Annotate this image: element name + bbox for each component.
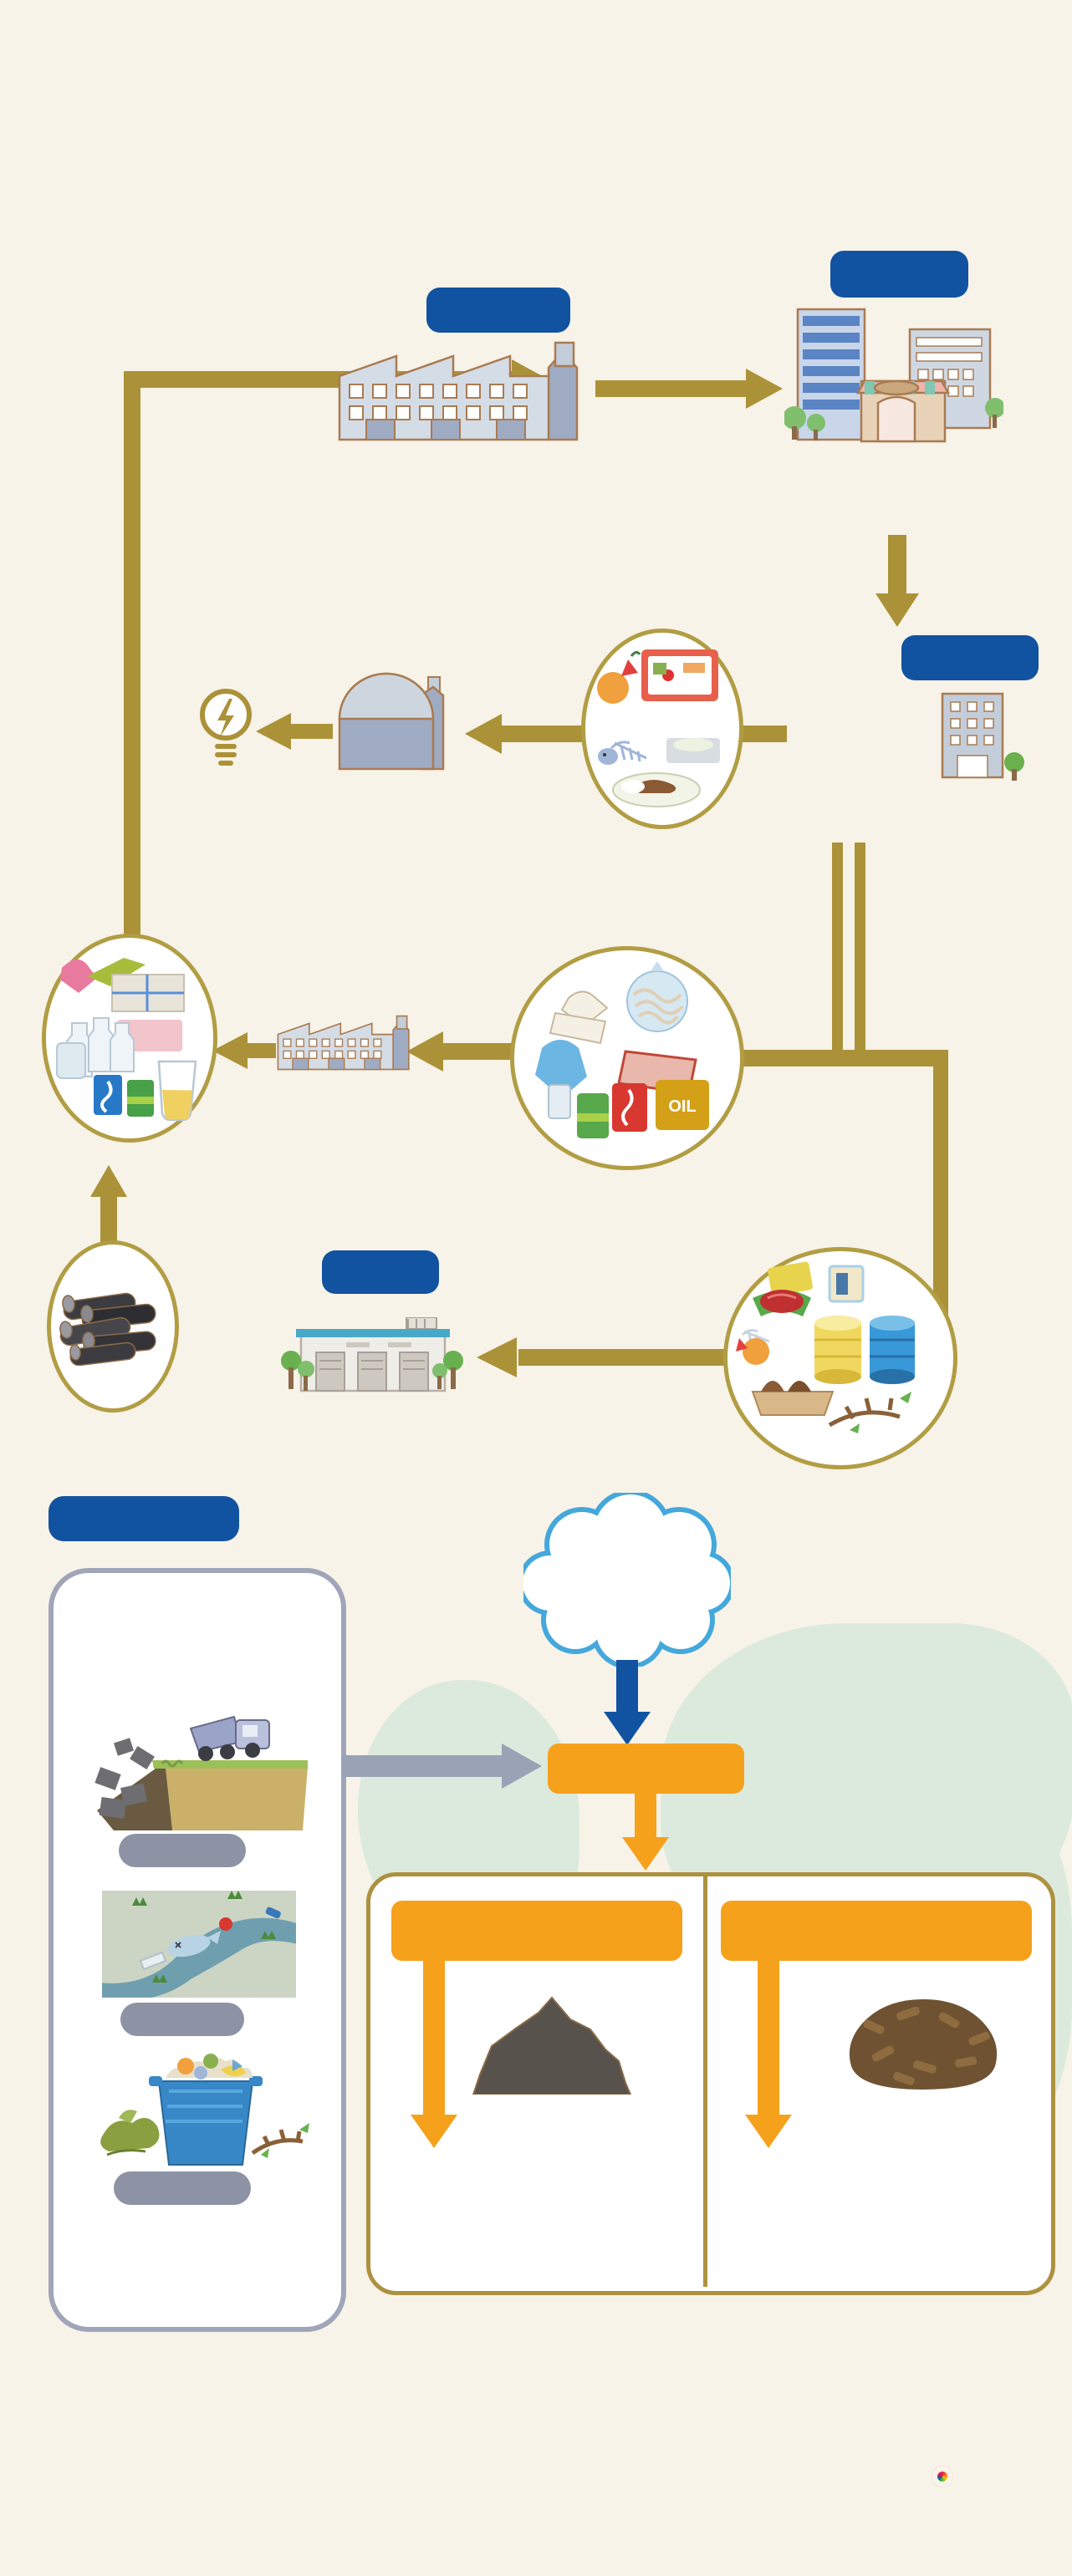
industrial-waste-illustration: OIL: [535, 961, 709, 1138]
connector-customer-sj: [888, 535, 906, 593]
general-waste-illustration: [597, 649, 720, 807]
arrowhead-to-product: [212, 1032, 248, 1069]
sdg-color-wheel-icon: [932, 2466, 953, 2487]
business2-header: [721, 1901, 1032, 1961]
gray-arrow-head: [502, 1744, 542, 1789]
recycle-plant-illustration: [277, 1015, 410, 1071]
pollution-illustration: [102, 1891, 296, 1998]
connector-horizontal-mid: [739, 1050, 948, 1067]
cloud-arrow-head: [604, 1712, 651, 1745]
arrowhead-to-customer: [746, 369, 783, 409]
customer-buildings-illustration: [784, 308, 1003, 443]
gray-arrow-shaft: [341, 1755, 503, 1777]
business2-arrow-head: [745, 2115, 792, 2148]
connector-sj-down-2: [855, 843, 865, 1053]
issue-pill-illegal-dumping: [119, 1834, 246, 1867]
connector-plant-product: [246, 1043, 276, 1058]
node-user-pill: [426, 288, 570, 333]
incinerator-illustration: [338, 672, 445, 771]
svg-text:OIL: OIL: [668, 1097, 696, 1116]
connector-food-ksn: [518, 1349, 724, 1366]
food-residue-illustration: [736, 1261, 915, 1433]
connector-user-customer: [595, 380, 746, 397]
connector-sj-down-1: [832, 843, 843, 1053]
biomass-pile-illustration: [849, 1999, 998, 2090]
connector-incin-energy: [289, 724, 333, 739]
node-customer-pill: [830, 251, 968, 298]
connector-sanpai-recycle: [442, 1043, 512, 1060]
arrowhead-up-to-product: [90, 1165, 127, 1197]
arrowhead-to-energy: [256, 713, 291, 750]
factory-user-illustration: [338, 341, 579, 441]
sdg-logo: [932, 2444, 953, 2498]
recycled-products-illustration: [56, 958, 197, 1122]
arrowhead-to-sj: [875, 593, 919, 627]
solution-arrow-shaft: [635, 1794, 656, 1839]
solution-box: [548, 1744, 744, 1794]
arrowhead-to-incinerator: [465, 714, 502, 754]
connector-down-to-food: [933, 1067, 948, 1331]
charcoal-illustration: [59, 1292, 156, 1366]
renewable-energy-bulb-icon: [200, 689, 252, 766]
node-sj-pill: [901, 635, 1039, 680]
connector-loop-left: [124, 371, 140, 936]
connector-waste-incin: [500, 725, 584, 742]
cloud-arrow-shaft: [616, 1660, 638, 1713]
region-pill: [48, 1496, 239, 1541]
ksn-warehouse-illustration: [281, 1317, 463, 1392]
business1-header: [391, 1901, 682, 1961]
connector-charcoal-product: [100, 1195, 117, 1245]
solution-arrow-head: [622, 1837, 669, 1871]
business-panel-divider: [703, 1872, 707, 2287]
issue-pill-unused-resources: [114, 2171, 251, 2205]
unused-resources-illustration: [100, 2054, 309, 2166]
arrowhead-to-recycle-plant: [406, 1031, 443, 1072]
business1-arrow-head: [411, 2115, 457, 2148]
sj-building-illustration: [941, 692, 1024, 781]
waste-pile-illustration: [472, 1996, 632, 2095]
issue-pill-pollution: [120, 2003, 244, 2036]
illegal-dumping-illustration: [94, 1715, 308, 1830]
arrowhead-to-ksn: [477, 1337, 517, 1377]
sdg-logo-goals: [932, 2461, 953, 2490]
node-ksn-pill: [322, 1250, 439, 1294]
business2-arrow-shaft: [758, 1961, 779, 2116]
ksn-concept-cloud: [523, 1493, 731, 1667]
connector-sj-waste: [733, 725, 787, 742]
business1-arrow-shaft: [423, 1961, 445, 2116]
